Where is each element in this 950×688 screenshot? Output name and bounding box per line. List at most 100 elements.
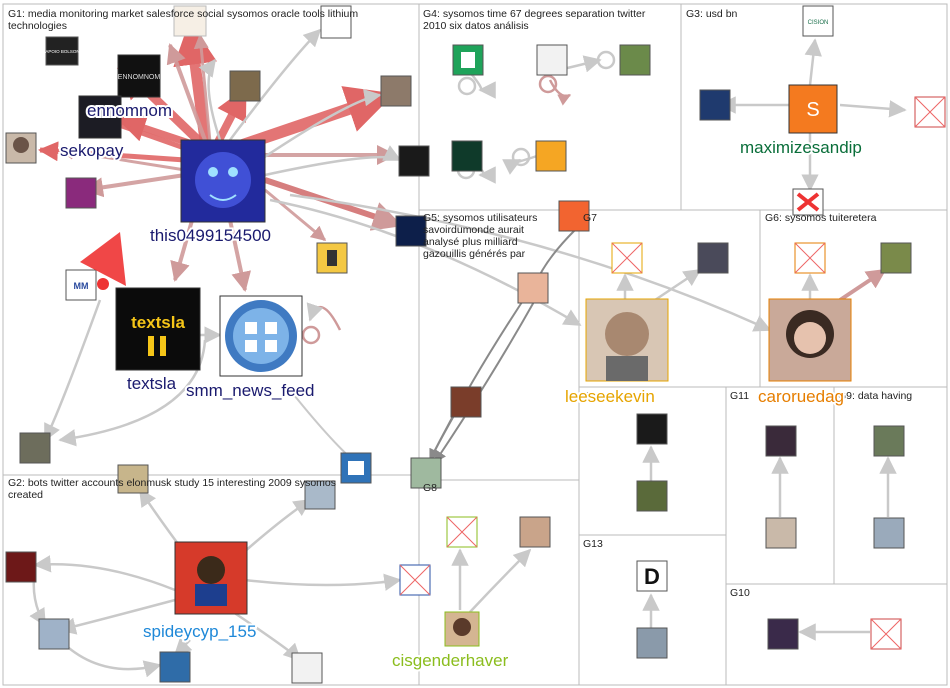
edge-red-dot <box>97 278 109 290</box>
node-g2-seal[interactable] <box>291 652 323 684</box>
node-g1-bottom-left[interactable] <box>19 432 51 464</box>
node-g9-bottom[interactable] <box>873 517 905 549</box>
node-g2-tower[interactable] <box>159 651 191 683</box>
node-textsla[interactable]: textsla <box>115 287 201 371</box>
node-g8-x[interactable] <box>446 516 478 548</box>
node-carorueda[interactable] <box>768 298 852 382</box>
edge-red-arrowhead <box>80 232 126 286</box>
label-leeseekevin: leeseekevin <box>565 387 655 406</box>
node-g1-top-right[interactable] <box>320 5 352 39</box>
label-maximizesandip: maximizesandip <box>740 138 862 157</box>
node-g1-people[interactable] <box>229 70 261 102</box>
node-maximizesandip[interactable]: S <box>788 84 838 134</box>
node-this0499154500[interactable] <box>180 139 266 223</box>
group-title-g4-line-0: G4: sysomos time 67 degrees separation t… <box>423 8 646 20</box>
edges-small-groups <box>642 445 897 641</box>
node-mm[interactable]: MM <box>65 269 97 301</box>
group-titles: G1: media monitoring market salesforce s… <box>8 8 912 599</box>
node-g5-person[interactable] <box>517 272 549 304</box>
node-g5-bottom[interactable] <box>410 457 442 489</box>
node-bolsonaro[interactable]: NÃO APOIO BOLSONARO <box>35 36 90 66</box>
node-cision[interactable]: CISION <box>802 5 834 37</box>
node-ennomnom[interactable]: ENNOMNOM <box>117 54 161 98</box>
cision-logo-text: CISION <box>808 20 829 26</box>
group-title-g6-line-0: G6: sysomos tuiteretera <box>765 212 877 224</box>
group-box-g4 <box>418 3 682 211</box>
node-g7-man[interactable] <box>697 242 729 274</box>
group-title-g4-line-1: 2010 six datos análisis <box>423 20 529 32</box>
node-g9-top[interactable] <box>873 425 905 457</box>
node-g1-top-left[interactable] <box>173 5 207 37</box>
node-g1-dark[interactable] <box>398 145 430 177</box>
node-g1-yellow[interactable] <box>316 242 348 274</box>
ennomnom-logo-text: ENNOMNOM <box>118 74 161 81</box>
node-g2-lady[interactable] <box>38 618 70 650</box>
node-g1-navy[interactable] <box>395 215 427 247</box>
node-g4-woman[interactable] <box>619 44 651 76</box>
edge-smm-node <box>289 389 356 463</box>
group-title-g2-line-1: created <box>8 489 43 501</box>
node-g10-x[interactable] <box>870 618 902 650</box>
node-g4-dog[interactable] <box>536 44 568 76</box>
group-title-g5-line-0: G5: sysomos utilisateurs <box>423 212 537 224</box>
group-title-g12-line-0: G12 <box>583 390 603 402</box>
group-box-g12 <box>578 386 727 536</box>
node-g3-red-x[interactable] <box>792 188 824 216</box>
node-leeseekevin[interactable] <box>585 298 669 382</box>
group-title-g13-line-0: G13 <box>583 538 603 550</box>
node-spideycyp-155[interactable] <box>174 541 248 615</box>
textsla-logo-text: textsla <box>131 313 185 332</box>
label-ennomnom: ennomnom <box>87 101 172 120</box>
node-g10-left[interactable] <box>767 618 799 650</box>
node-g13-d[interactable]: D <box>636 560 668 592</box>
node-cisgenderhaver[interactable] <box>444 611 480 647</box>
node-g5-hair[interactable] <box>450 386 482 418</box>
node-g12-evolution[interactable] <box>636 413 668 445</box>
group-title-g2-line-0: G2: bots twitter accounts elonmusk study… <box>8 477 336 489</box>
bolsonaro-sign-text: NÃO APOIO BOLSONARO <box>35 48 90 54</box>
label-smm-news-feed: smm_news_feed <box>186 381 315 400</box>
node-g2-circle[interactable] <box>5 551 37 583</box>
node-g8-woman[interactable] <box>519 516 551 548</box>
group-title-g5-line-3: gazouillis générés par <box>423 248 526 260</box>
node-labels: this0499154500 textsla smm_news_feed enn… <box>58 99 864 672</box>
node-g2-right[interactable] <box>304 480 336 510</box>
node-g3-blue[interactable] <box>699 89 731 121</box>
node-g1-bottom-right[interactable] <box>340 452 372 484</box>
edges-g3 <box>718 38 907 192</box>
node-g5-orange[interactable] <box>558 200 590 232</box>
node-ennomnom-dark[interactable] <box>78 95 122 139</box>
node-g4-green[interactable] <box>452 44 484 76</box>
group-box-g10 <box>725 583 948 686</box>
node-sekopay[interactable] <box>5 132 37 164</box>
node-g4-ridestr[interactable] <box>451 140 483 172</box>
group-title-g11-line-0: G11 <box>730 390 749 402</box>
node-smm-news-feed[interactable] <box>219 295 303 377</box>
node-g13-man[interactable] <box>636 627 668 659</box>
maximize-letter-text: S <box>806 99 819 121</box>
label-textsla: textsla <box>127 374 177 393</box>
node-purple-dots[interactable] <box>65 177 97 209</box>
node-g12-photo[interactable] <box>636 480 668 512</box>
edges-g5-dark <box>429 229 576 463</box>
group-title-g5-line-2: analysé plus milliard <box>423 236 518 248</box>
node-g7-x[interactable] <box>611 242 643 274</box>
node-g11-bottom[interactable] <box>765 517 797 549</box>
mm-logo-text: MM <box>74 281 89 291</box>
node-g4-orange[interactable] <box>535 140 567 172</box>
node-g11-top[interactable] <box>765 425 797 457</box>
node-g3-x[interactable] <box>914 96 946 128</box>
node-g6-woman[interactable] <box>880 242 912 274</box>
edges-g4 <box>467 55 602 184</box>
node-g2-top[interactable] <box>117 464 149 494</box>
group-title-g7-line-0: G7 <box>583 212 597 224</box>
node-g6-x[interactable] <box>794 242 826 274</box>
group-title-g9-line-0: G9: data having <box>838 390 912 402</box>
label-carorueda: caroruedag <box>758 387 844 406</box>
label-spideycyp-155: spideycyp_155 <box>143 622 256 641</box>
node-g2-x[interactable] <box>399 564 431 596</box>
group-title-g1-line-0: G1: media monitoring market salesforce s… <box>8 8 358 20</box>
node-g1-man[interactable] <box>380 75 412 107</box>
